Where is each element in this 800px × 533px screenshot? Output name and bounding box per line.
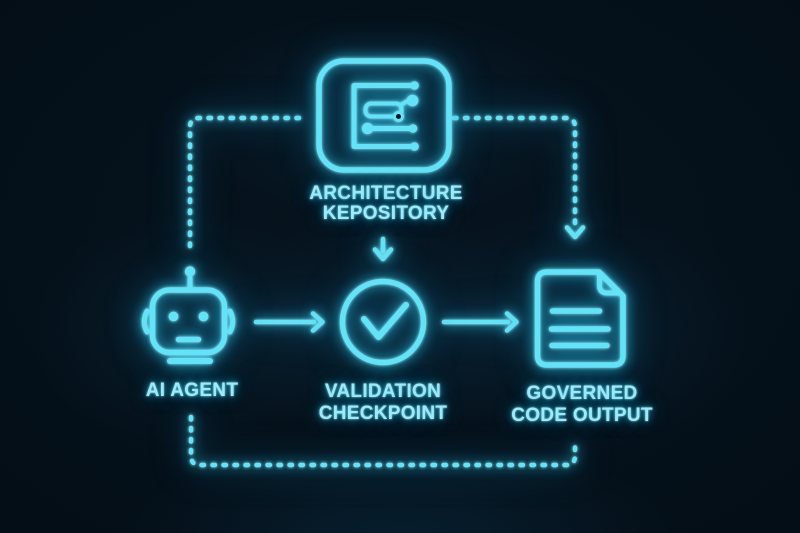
circuit-node-dot [408, 124, 418, 133]
circuit-node-dot [410, 81, 419, 90]
arrow-head [504, 311, 519, 333]
governed-code-output-label-line1: GOVERNED [526, 383, 638, 404]
loop-segment-right-top [451, 115, 578, 227]
circuit-chip [363, 101, 404, 119]
repository-frame [316, 58, 452, 173]
governed-code-output-label-line2: CODE OUTPUT [511, 405, 653, 426]
robot-icon [141, 266, 236, 364]
circuit-trace [399, 99, 409, 107]
circuit-repository-icon [316, 58, 452, 173]
architecture-repository-label-line2: KEPOSITORY [322, 203, 450, 224]
arrow-checkpoint-to-output-icon [441, 311, 519, 333]
checkpoint-circle [339, 278, 427, 366]
circuit-bracket [351, 83, 413, 149]
robot-head [149, 287, 228, 356]
validation-checkpoint-label: VALIDATION CHECKPOINT [283, 381, 483, 425]
circuit-node-dot-large [406, 94, 419, 107]
arrow-head [372, 247, 394, 262]
architecture-repository-label: ARCHITECTURE KEPOSITORY [236, 184, 536, 224]
validation-checkpoint-label-line1: VALIDATION [324, 381, 442, 402]
loop-segment-left-top [187, 115, 310, 249]
document-icon [534, 269, 626, 368]
validation-checkpoint-label-line2: CHECKPOINT [318, 403, 448, 424]
check-circle-icon [339, 278, 427, 366]
loop-segment-bottom [188, 414, 578, 468]
document-fold [597, 271, 623, 296]
arrow-head [310, 311, 325, 333]
robot-antenna-dot [184, 266, 196, 277]
checkmark [361, 302, 409, 340]
architecture-repository-label-line1: ARCHITECTURE [309, 183, 463, 204]
circuit-node-dot [410, 142, 419, 151]
robot-eye-left [168, 311, 179, 322]
governed-code-output-label: GOVERNED CODE OUTPUT [460, 383, 704, 427]
ai-agent-label: AI AGENT [145, 380, 239, 401]
arrow-agent-to-checkpoint-icon [253, 311, 325, 333]
dashed-feedback-loop [187, 115, 586, 468]
robot-eye-right [198, 311, 209, 322]
robot-ear-left [141, 308, 150, 335]
arrow-repository-to-checkpoint-icon [372, 236, 394, 262]
robot-ear-right [227, 308, 236, 335]
document-outline [534, 269, 626, 368]
loop-arrowhead-down-icon [564, 225, 586, 240]
circuit-node-dot-large [361, 122, 374, 135]
circuit-ring [393, 111, 404, 122]
